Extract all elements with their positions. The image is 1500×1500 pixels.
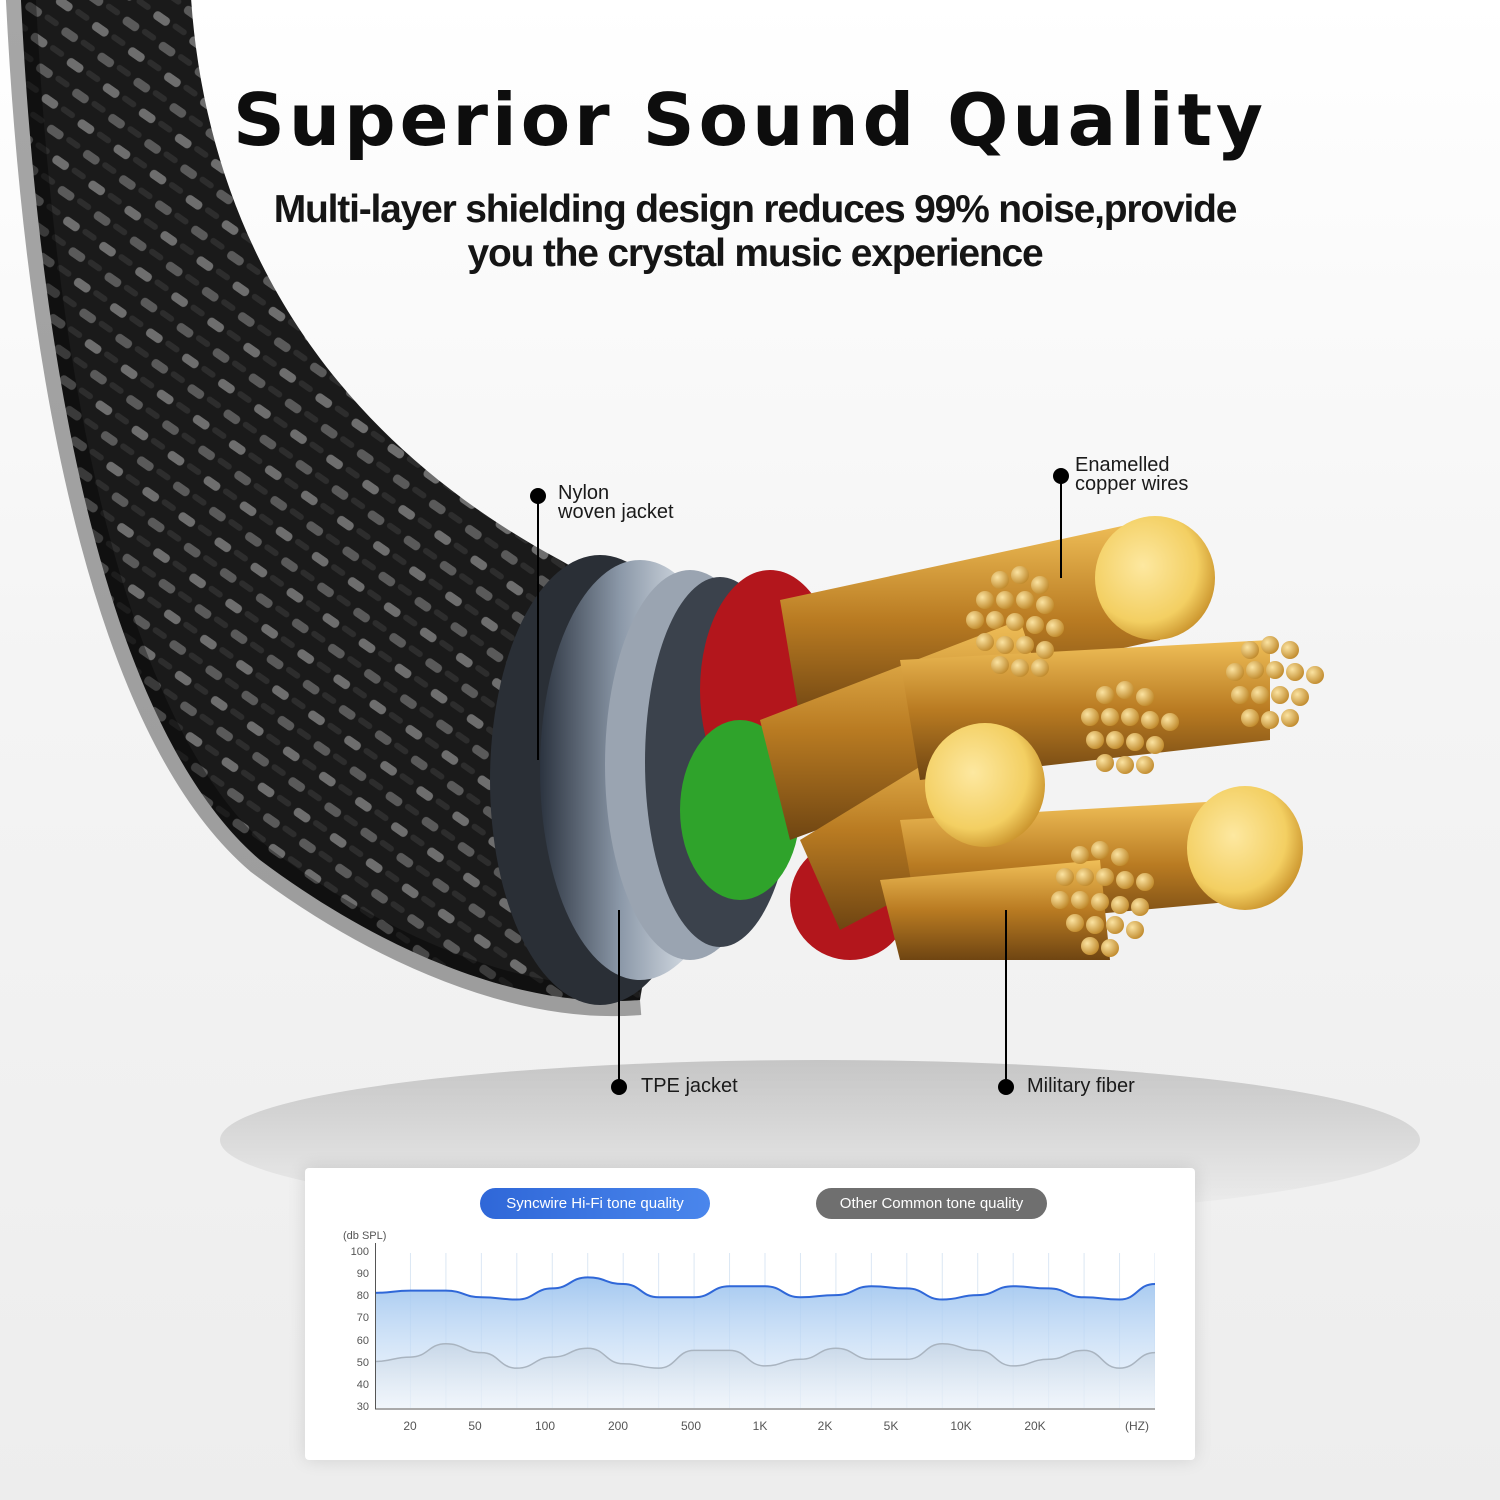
y-tick-label: 70 <box>356 1312 369 1325</box>
y-tick-label: 40 <box>356 1378 369 1391</box>
x-tick-label: 50 <box>468 1419 482 1433</box>
strand-bundle-3 <box>1081 681 1179 774</box>
x-tick-label: 5K <box>883 1419 899 1433</box>
x-tick-label: 200 <box>607 1419 629 1433</box>
conductor-face-3 <box>1187 786 1303 910</box>
page-title: Superior Sound Quality <box>233 78 1267 162</box>
x-tick-label: 100 <box>534 1419 556 1433</box>
chart-axes <box>375 1243 1155 1410</box>
x-axis-unit: (HZ) <box>1125 1419 1149 1433</box>
callout-tpe-marker <box>611 910 627 1095</box>
callout-nylon-label: Nylon woven jacket <box>558 482 674 523</box>
y-tick-label: 100 <box>350 1246 369 1258</box>
y-tick-label: 90 <box>356 1268 369 1281</box>
callout-fiber-marker <box>998 910 1014 1095</box>
x-tick-label: 20K <box>1024 1419 1046 1433</box>
conductor-face-1 <box>1095 516 1215 640</box>
series-syncwire-line <box>375 1276 1155 1301</box>
y-tick-label: 50 <box>356 1356 369 1369</box>
callout-nylon-marker <box>530 488 546 760</box>
y-tick-label: 60 <box>356 1334 369 1347</box>
y-tick-label: 30 <box>356 1401 369 1413</box>
callout-copper-label: Enamelled copper wires <box>1075 454 1189 495</box>
page-subtitle: Multi-layer shielding design reduces 99%… <box>273 188 1238 275</box>
legend-syncwire: Syncwire Hi-Fi tone quality <box>480 1188 710 1219</box>
y-axis-unit: (db SPL) <box>343 1230 387 1242</box>
conductor-face-2 <box>925 723 1045 847</box>
x-tick-label: 1K <box>752 1419 768 1433</box>
callout-tpe-label: TPE jacket <box>641 1075 738 1097</box>
callout-copper-marker <box>1053 468 1069 578</box>
series-other-line <box>375 1343 1155 1369</box>
strand-bundle-2 <box>1226 636 1324 729</box>
y-tick-label: 80 <box>356 1290 369 1303</box>
green-insulation <box>680 720 800 900</box>
copper-conductor-6 <box>880 860 1110 960</box>
x-tick-label: 2K <box>817 1419 833 1433</box>
x-tick-label: 20 <box>403 1419 417 1433</box>
strand-bundle-1 <box>966 566 1064 677</box>
x-tick-label: 10K <box>950 1419 972 1433</box>
strand-bundle-4 <box>1051 841 1154 957</box>
callout-fiber-label: Military fiber <box>1027 1075 1135 1097</box>
chart-plot-area <box>375 1243 1155 1410</box>
legend-other: Other Common tone quality <box>816 1188 1047 1219</box>
x-tick-label: 500 <box>680 1419 702 1433</box>
series-other-area <box>375 1343 1155 1408</box>
frequency-response-chart: Syncwire Hi-Fi tone quality Other Common… <box>305 1168 1195 1460</box>
